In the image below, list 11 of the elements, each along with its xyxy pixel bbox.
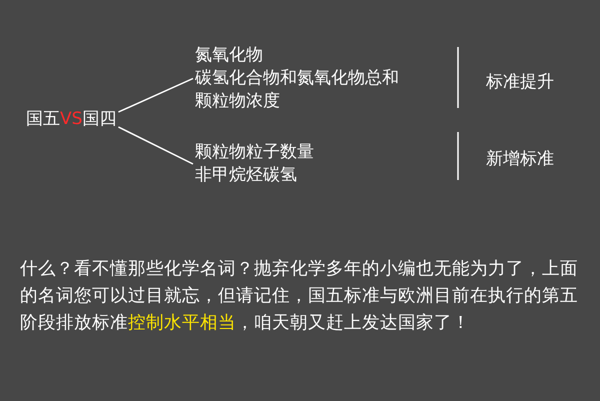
- branch-line: [118, 126, 194, 165]
- note-paragraph: 什么？看不懂那些化学名词？抛弃化学多年的小编也无能为力了，上面的名词您可以过目就忘，但请记住，国五标准与欧洲目前在执行的第五阶段排放标准控制水平相当，咱天朝又赶上发达国家了！: [20, 258, 579, 335]
- pollutant-item: 氮氧化物: [195, 44, 263, 67]
- branch-line: [118, 78, 194, 113]
- comparison-title: 国五VS国四: [26, 108, 116, 131]
- category-label: 标准提升: [486, 71, 554, 93]
- pollutant-item: 颗粒物浓度: [195, 90, 280, 113]
- category-label: 新增标准: [486, 148, 554, 170]
- pollutant-item: 非甲烷烃碳氢: [195, 164, 297, 187]
- pollutant-item: 碳氢化合物和氮氧化物总和: [195, 67, 399, 90]
- pollutant-item: 颗粒物粒子数量: [195, 141, 314, 164]
